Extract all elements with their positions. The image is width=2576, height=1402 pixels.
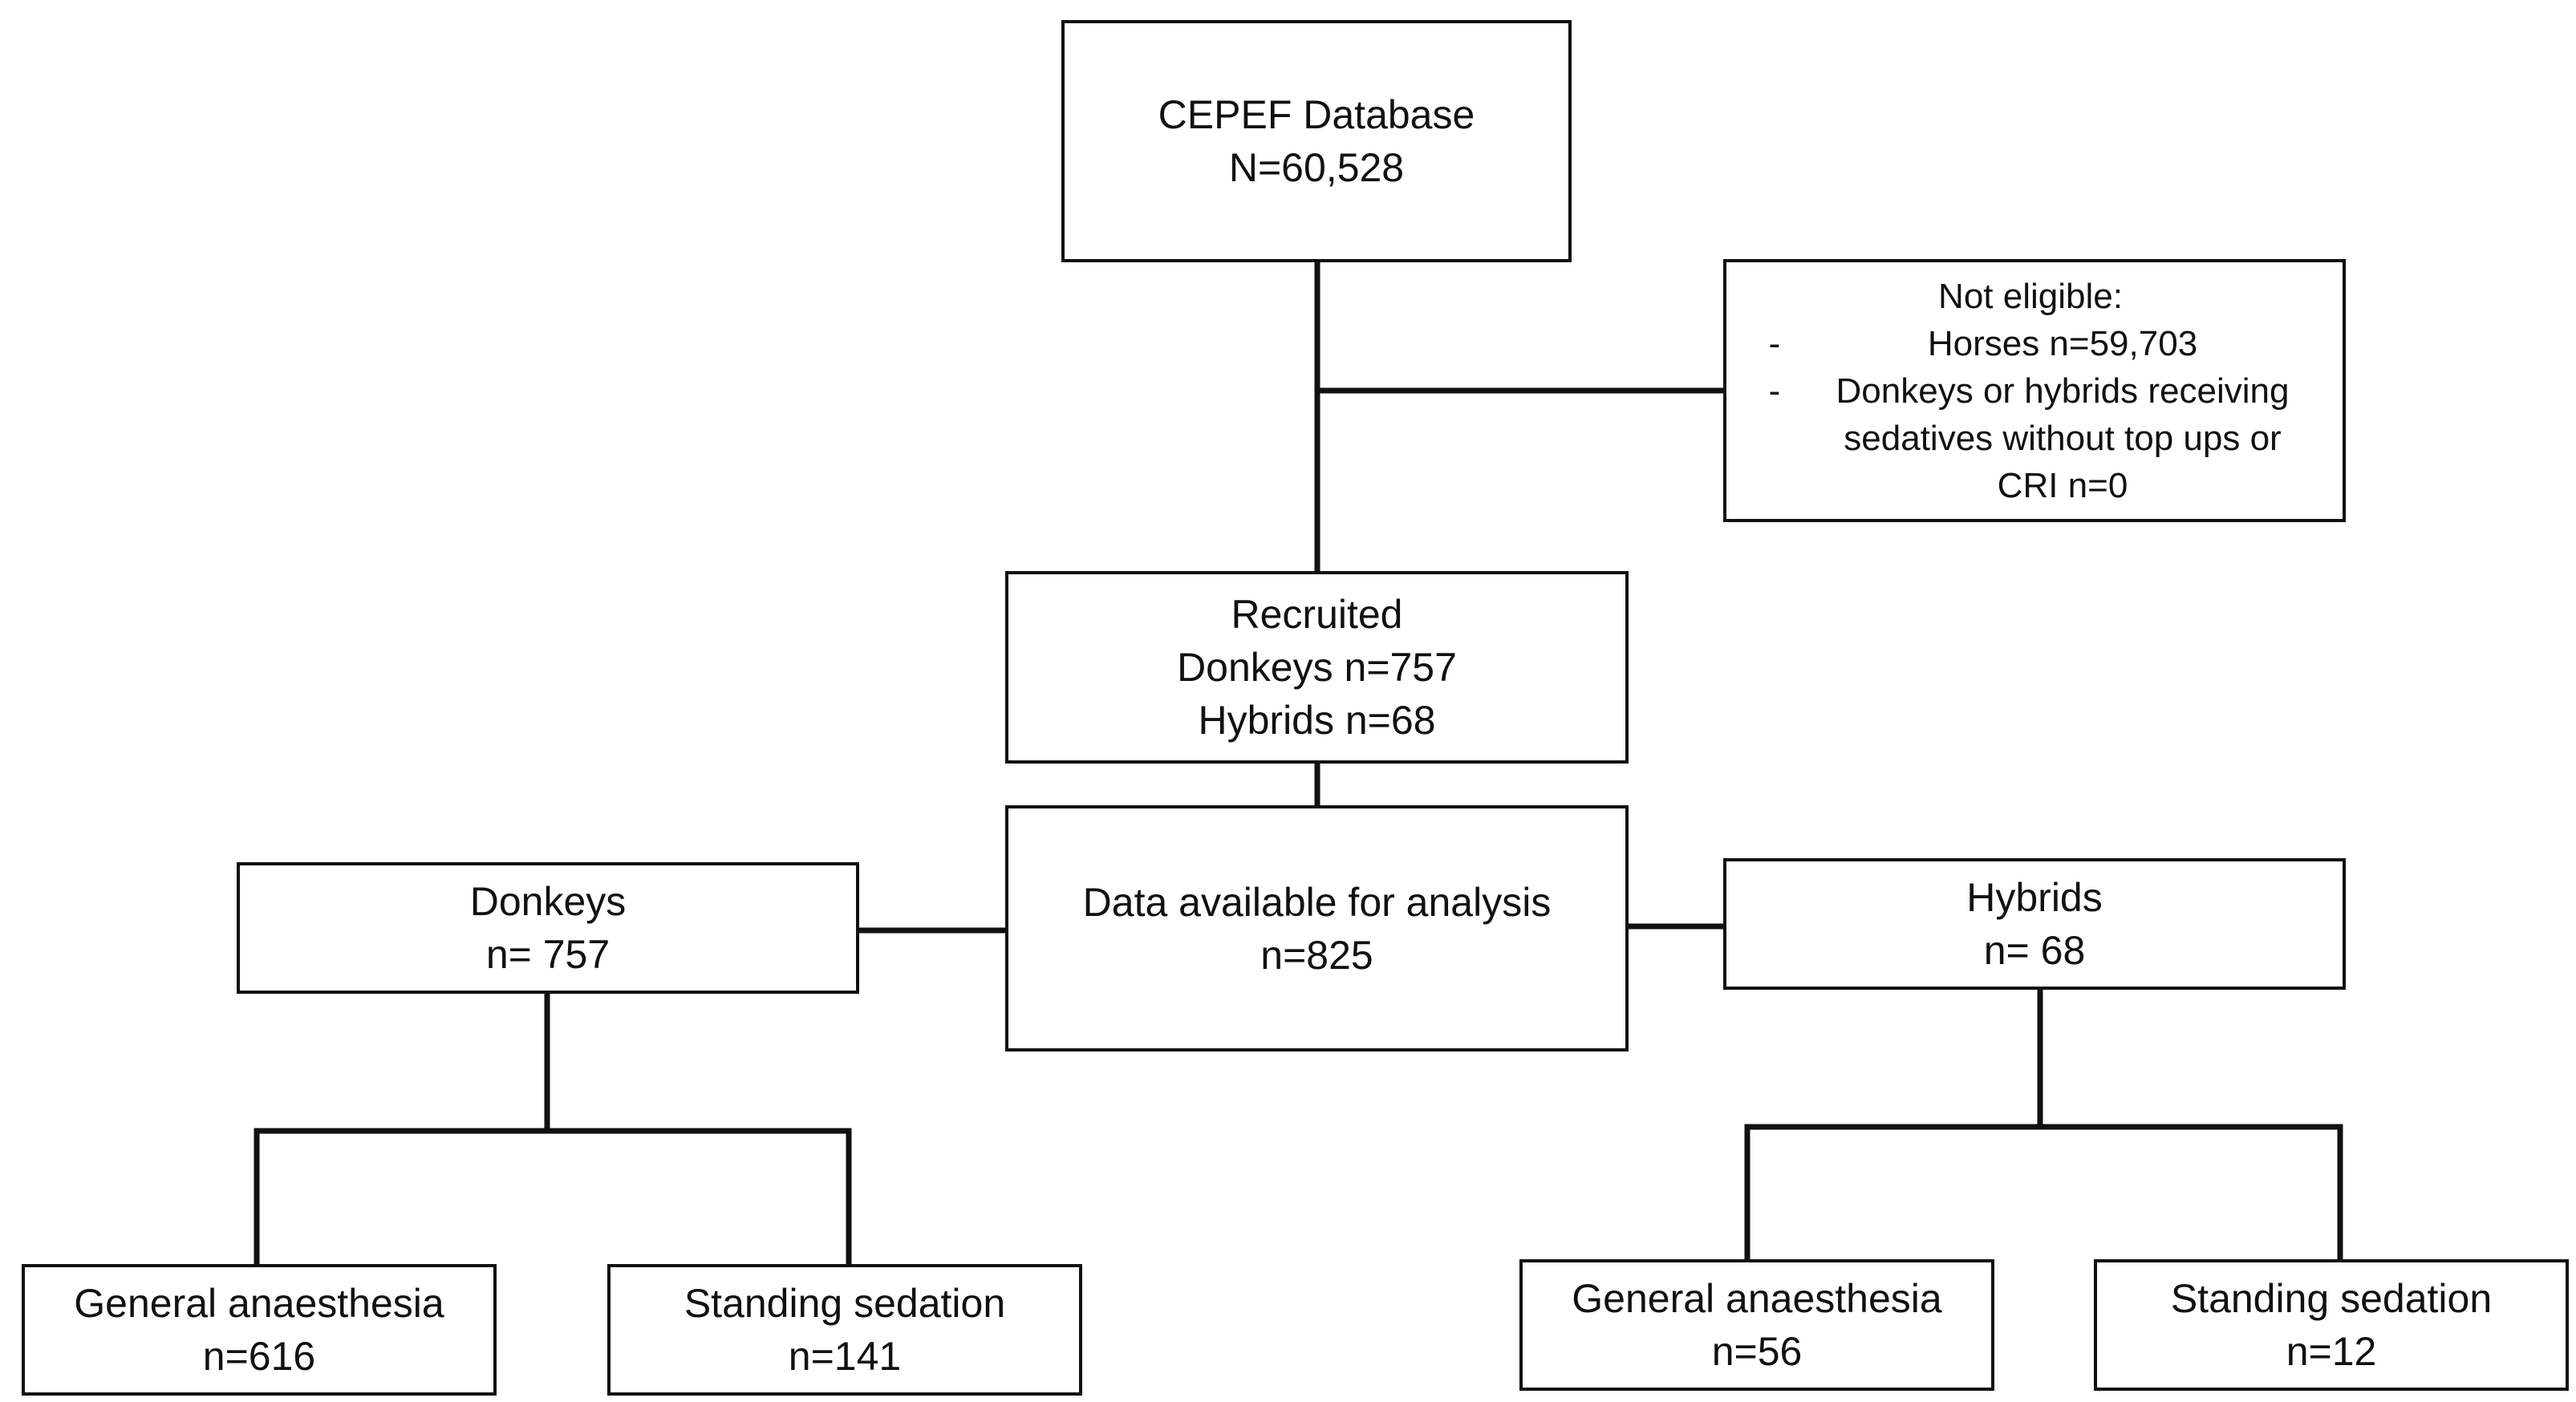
- hybrids-general-count: n=56: [1711, 1329, 1803, 1374]
- analysis-box: Data available for analysis n=825: [1005, 805, 1629, 1052]
- hybrids-general-anaesthesia-box: General anaesthesia n=56: [1519, 1259, 1994, 1391]
- donkeys-standing-title: Standing sedation: [684, 1281, 1006, 1326]
- hybrids-general-title: General anaesthesia: [1572, 1276, 1942, 1321]
- donkeys-box: Donkeys n= 757: [237, 862, 859, 994]
- hybrids-count: n= 68: [1983, 928, 2086, 973]
- donkeys-general-anaesthesia-box: General anaesthesia n=616: [22, 1264, 497, 1396]
- exclusion-sedatives-line-2: sedatives without top ups or: [1844, 418, 2282, 458]
- recruited-hybrids: Hybrids n=68: [1198, 698, 1436, 743]
- exclusion-horses-line: Horses n=59,703: [1927, 323, 2198, 363]
- hybrids-box: Hybrids n= 68: [1723, 858, 2346, 990]
- recruited-title: Recruited: [1231, 592, 1403, 637]
- exclusion-title: Not eligible:: [1938, 276, 2123, 316]
- exclusion-box: Not eligible: - Horses n=59,703 - Donkey…: [1723, 259, 2346, 522]
- database-title: CEPEF Database: [1158, 92, 1475, 137]
- database-count: N=60,528: [1228, 145, 1405, 190]
- connector-hybrids-split: [1744, 987, 2043, 1262]
- bullet-dash: -: [1768, 323, 1781, 363]
- connector-donkeys-split: [254, 991, 550, 1267]
- hybrids-standing-count: n=12: [2286, 1329, 2377, 1374]
- exclusion-bullet-horses-text: Horses n=59,703: [1807, 320, 2318, 367]
- donkeys-title: Donkeys: [469, 879, 627, 924]
- donkeys-general-title: General anaesthesia: [74, 1281, 444, 1326]
- connector-donkeys-split-right: [544, 1128, 852, 1267]
- hybrids-title: Hybrids: [1966, 875, 2103, 920]
- recruited-donkeys: Donkeys n=757: [1177, 645, 1457, 690]
- analysis-title: Data available for analysis: [1082, 879, 1552, 925]
- donkeys-general-count: n=616: [202, 1334, 316, 1379]
- donkeys-standing-count: n=141: [788, 1334, 902, 1379]
- exclusion-bullet-sedatives: - Donkeys or hybrids receiving sedatives…: [1742, 367, 2318, 509]
- database-box: CEPEF Database N=60,528: [1061, 20, 1572, 262]
- exclusion-sedatives-line-3: CRI n=0: [1997, 465, 2128, 505]
- exclusion-bullet-sedatives-text: Donkeys or hybrids receiving sedatives w…: [1807, 367, 2318, 509]
- exclusion-sedatives-line-1: Donkeys or hybrids receiving: [1836, 371, 2290, 411]
- recruited-box: Recruited Donkeys n=757 Hybrids n=68: [1005, 571, 1629, 764]
- exclusion-bullet-horses: - Horses n=59,703: [1742, 320, 2318, 367]
- bullet-dash: -: [1768, 371, 1781, 411]
- connector-hybrids-split-right: [2037, 1124, 2343, 1262]
- hybrids-standing-sedation-box: Standing sedation n=12: [2094, 1259, 2569, 1391]
- donkeys-standing-sedation-box: Standing sedation n=141: [607, 1264, 1082, 1396]
- donkeys-count: n= 757: [485, 932, 611, 977]
- hybrids-standing-title: Standing sedation: [2170, 1276, 2493, 1321]
- analysis-count: n=825: [1260, 932, 1373, 978]
